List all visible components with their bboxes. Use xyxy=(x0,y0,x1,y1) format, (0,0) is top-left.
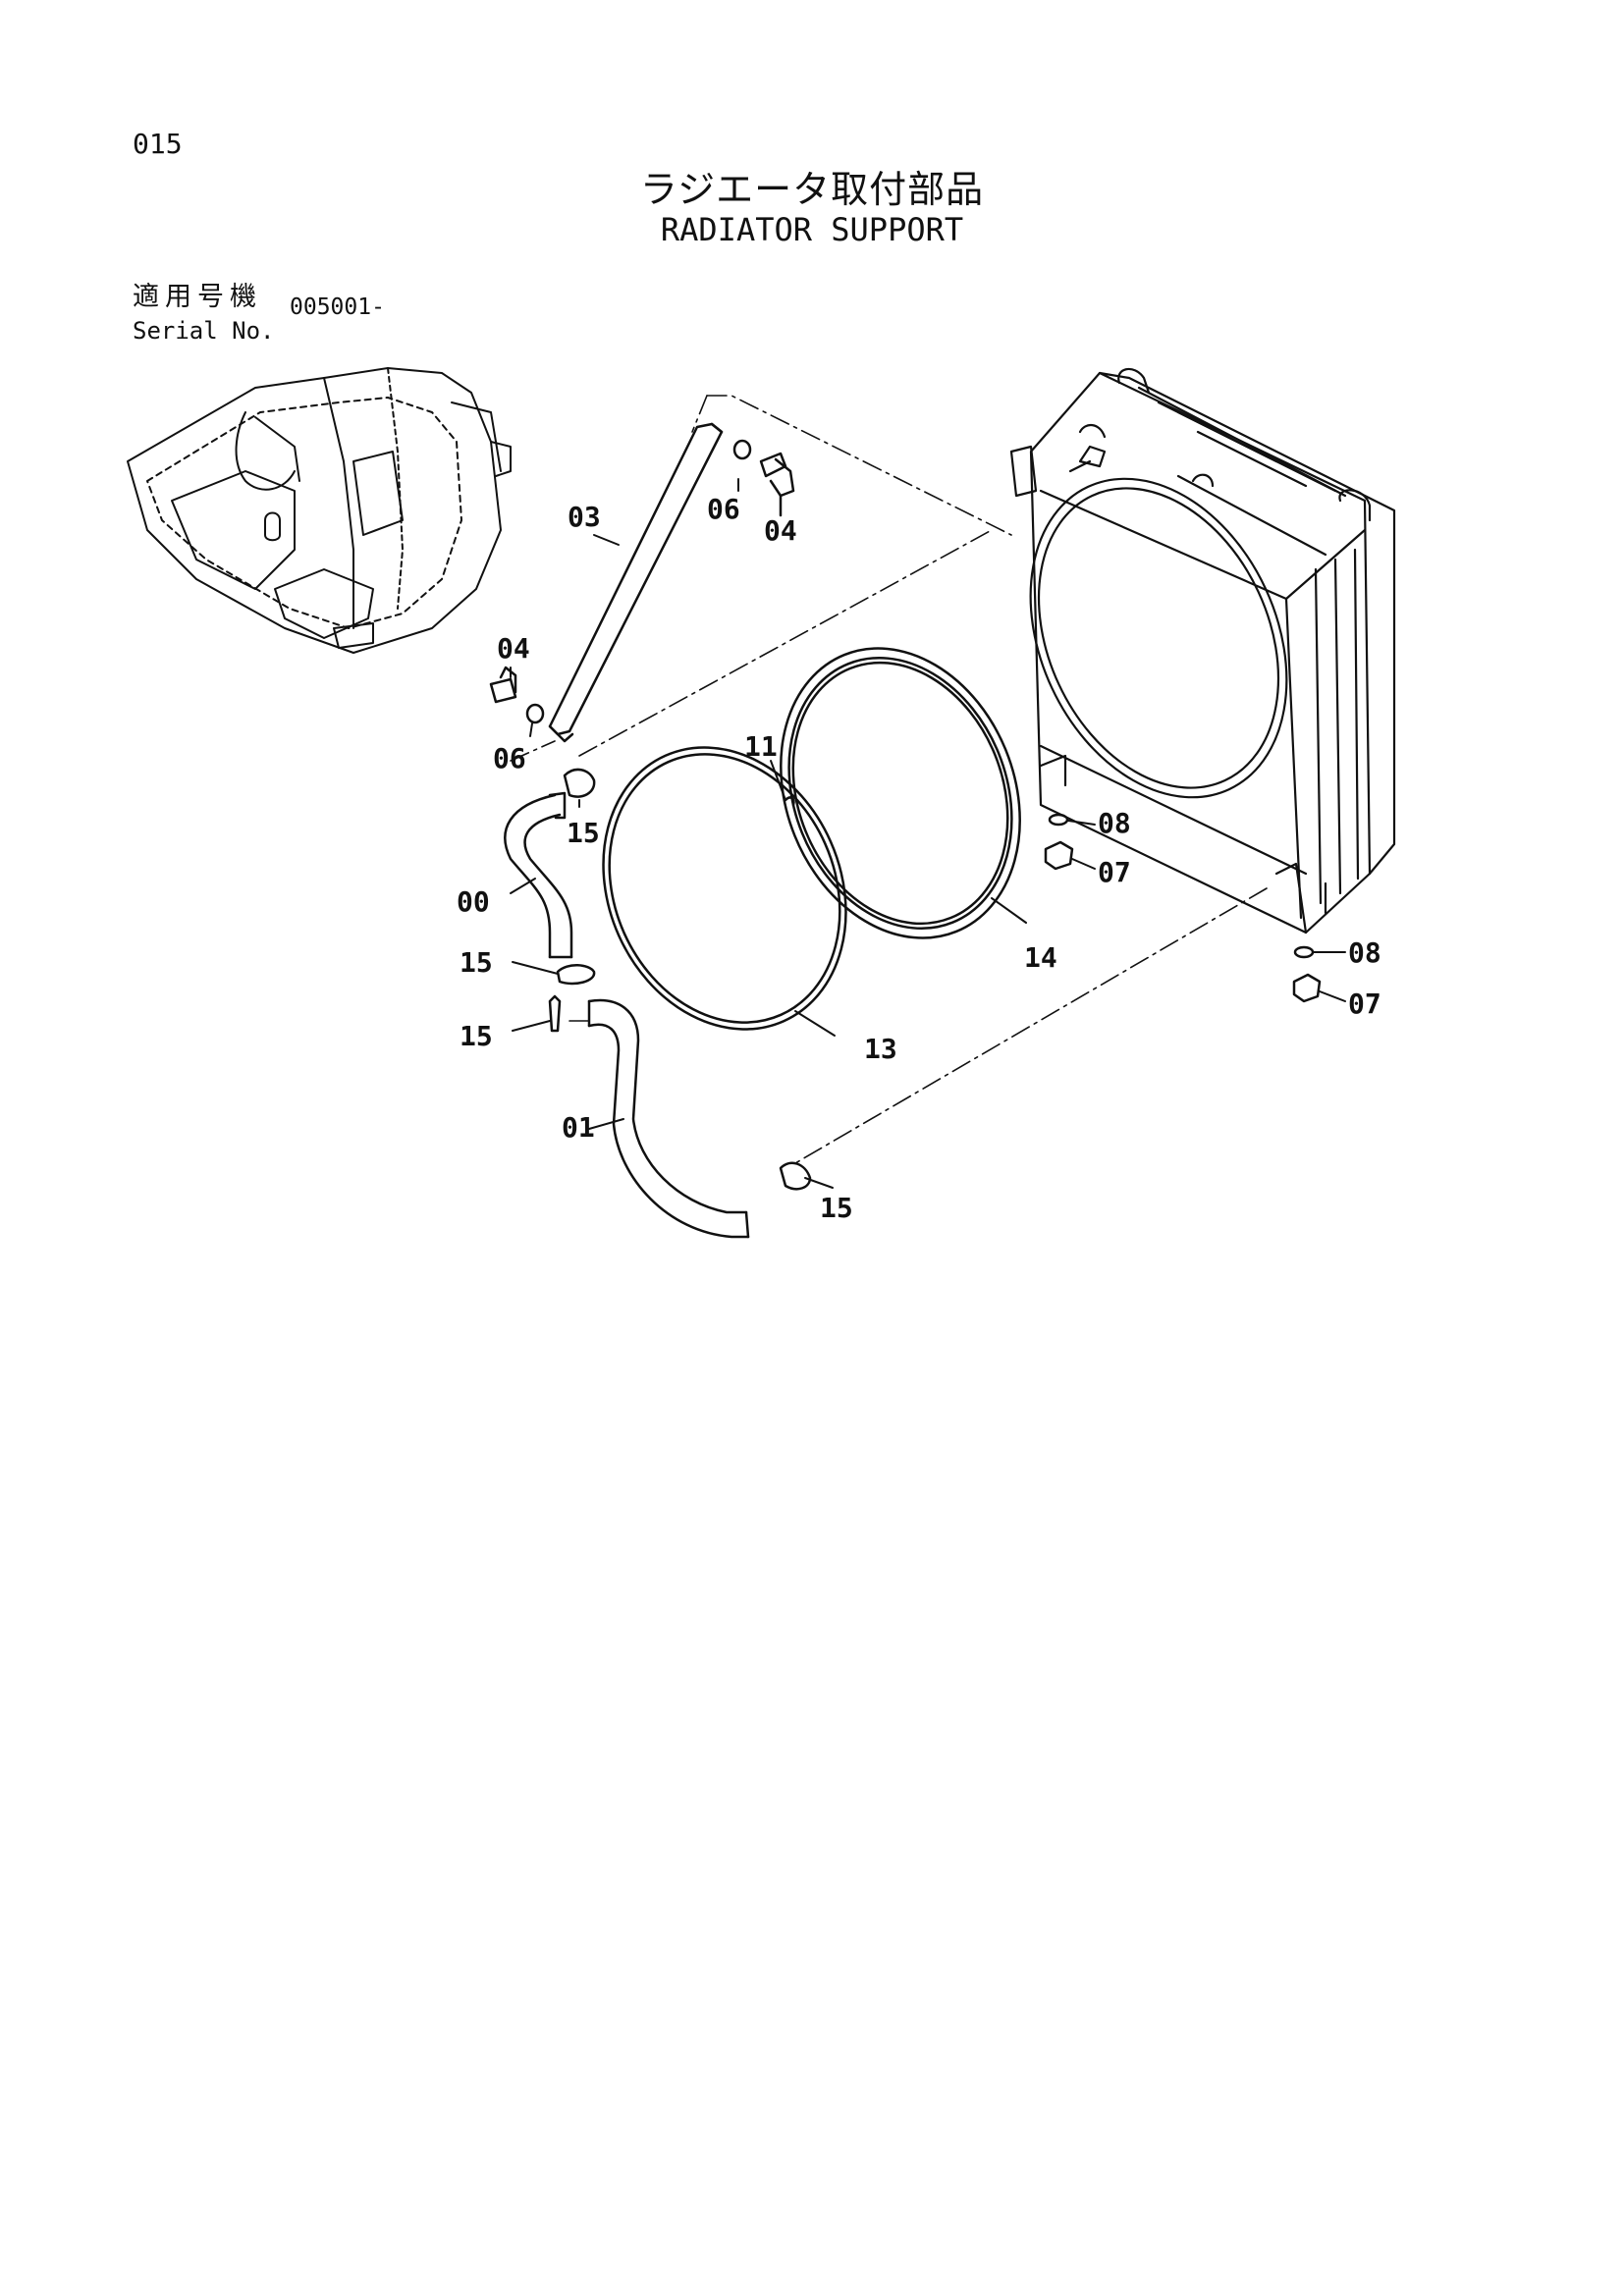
callout-04-top: 04 xyxy=(764,514,797,547)
radiator-assembly xyxy=(1009,367,1396,934)
callout-08-upper: 08 xyxy=(1098,807,1131,839)
callout-06-left: 06 xyxy=(493,742,526,774)
page-number: 015 xyxy=(133,128,183,160)
shroud-seal-ring xyxy=(780,647,1021,939)
callout-14: 14 xyxy=(1024,941,1057,974)
callout-15-upper: 15 xyxy=(567,817,600,849)
serial-label-japanese: 適用号機 xyxy=(133,282,262,312)
callout-01: 01 xyxy=(562,1111,595,1144)
bolt-washer-top xyxy=(489,439,795,724)
callout-07-upper: 07 xyxy=(1098,856,1131,888)
fan-guide-ring xyxy=(602,746,847,1031)
callout-11: 11 xyxy=(744,730,778,763)
page-title-japanese: ラジエータ取付部品 xyxy=(639,168,985,211)
serial-label: 適用号機 Serial No. xyxy=(133,275,275,345)
callout-03: 03 xyxy=(568,501,601,533)
callout-15-lower: 15 xyxy=(460,1020,493,1052)
callout-06-top: 06 xyxy=(707,493,740,525)
callout-15-bottom: 15 xyxy=(820,1192,853,1224)
callout-leader-lines xyxy=(510,478,1346,1189)
serial-label-english: Serial No. xyxy=(133,317,275,345)
callout-15-middle: 15 xyxy=(460,946,493,979)
callout-13: 13 xyxy=(864,1033,897,1065)
serial-number-value: 005001- xyxy=(290,294,385,320)
page-title-english: RADIATOR SUPPORT xyxy=(660,211,964,248)
callout-08-lower: 08 xyxy=(1348,936,1381,969)
hose-clamps xyxy=(548,768,812,1191)
callout-04-left: 04 xyxy=(497,632,530,665)
callout-07-lower: 07 xyxy=(1348,988,1381,1020)
upper-radiator-hose xyxy=(504,791,573,959)
callout-00: 00 xyxy=(457,885,490,918)
machine-overview-illustration xyxy=(127,367,512,654)
alignment-lines xyxy=(510,395,1268,1164)
mounting-bolts xyxy=(784,796,1322,1003)
lower-radiator-hose xyxy=(587,998,750,1239)
radiator-stay xyxy=(548,422,724,743)
